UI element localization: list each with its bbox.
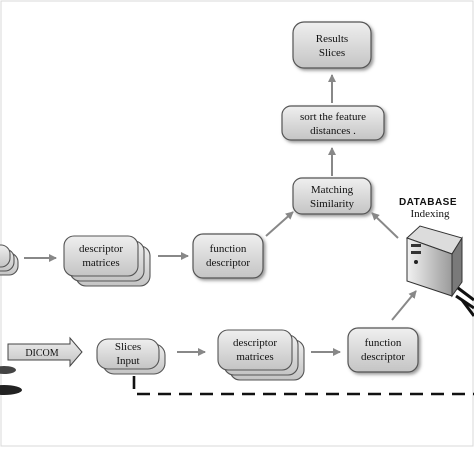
database-server-icon — [406, 225, 463, 298]
top-descriptor-line-1: descriptor — [79, 243, 123, 255]
results-line-1: Results — [316, 33, 348, 45]
top-function-descriptor-box: function descriptor — [192, 233, 264, 279]
matching-line-2: Similarity — [310, 198, 355, 210]
input-slices-stack: Slices Input — [96, 338, 166, 375]
database-group: DATABASE Indexing — [399, 197, 474, 317]
dashed-feedback-line — [132, 376, 474, 396]
similarity-matching-box: Matching Similarity — [292, 177, 372, 215]
frame-border — [0, 0, 474, 447]
dicom-label: DICOM — [25, 348, 58, 359]
matching-line-1: Matching — [311, 184, 354, 196]
database-title: DATABASE — [399, 197, 457, 208]
results-box: Results Slices — [292, 21, 372, 69]
top-function-line-1: function — [210, 243, 247, 255]
top-descriptor-line-2: matrices — [82, 257, 119, 269]
top-descriptor-matrices-stack: descriptor matrices — [63, 235, 151, 287]
sort-line-1: sort the feature — [300, 111, 366, 123]
input-line-1: Slices — [115, 341, 141, 353]
bottom-descriptor-line-2: matrices — [236, 351, 273, 363]
database-cable-icon — [455, 286, 474, 317]
arrow-database-to-matching — [371, 212, 399, 239]
bottom-function-line-1: function — [365, 337, 402, 349]
arrow-bottomfunction-to-database — [391, 290, 417, 321]
scanner-fragment-icon — [0, 366, 22, 395]
sort-distances-box: sort the feature distances . — [281, 105, 385, 141]
arrow-topfunction-to-matching — [265, 211, 294, 237]
top-function-line-2: descriptor — [206, 257, 250, 269]
bottom-function-line-2: descriptor — [361, 351, 405, 363]
sort-line-2: distances . — [310, 125, 356, 137]
dicom-arrow: DICOM — [7, 336, 83, 368]
bottom-function-descriptor-box: function descriptor — [347, 327, 419, 373]
bottom-descriptor-line-1: descriptor — [233, 337, 277, 349]
bottom-descriptor-matrices-stack: descriptor matrices — [217, 329, 305, 381]
database-subtitle: Indexing — [410, 208, 450, 220]
input-line-2: Input — [116, 355, 139, 367]
results-line-2: Slices — [319, 47, 345, 59]
top-left-partial-stack — [0, 244, 19, 276]
